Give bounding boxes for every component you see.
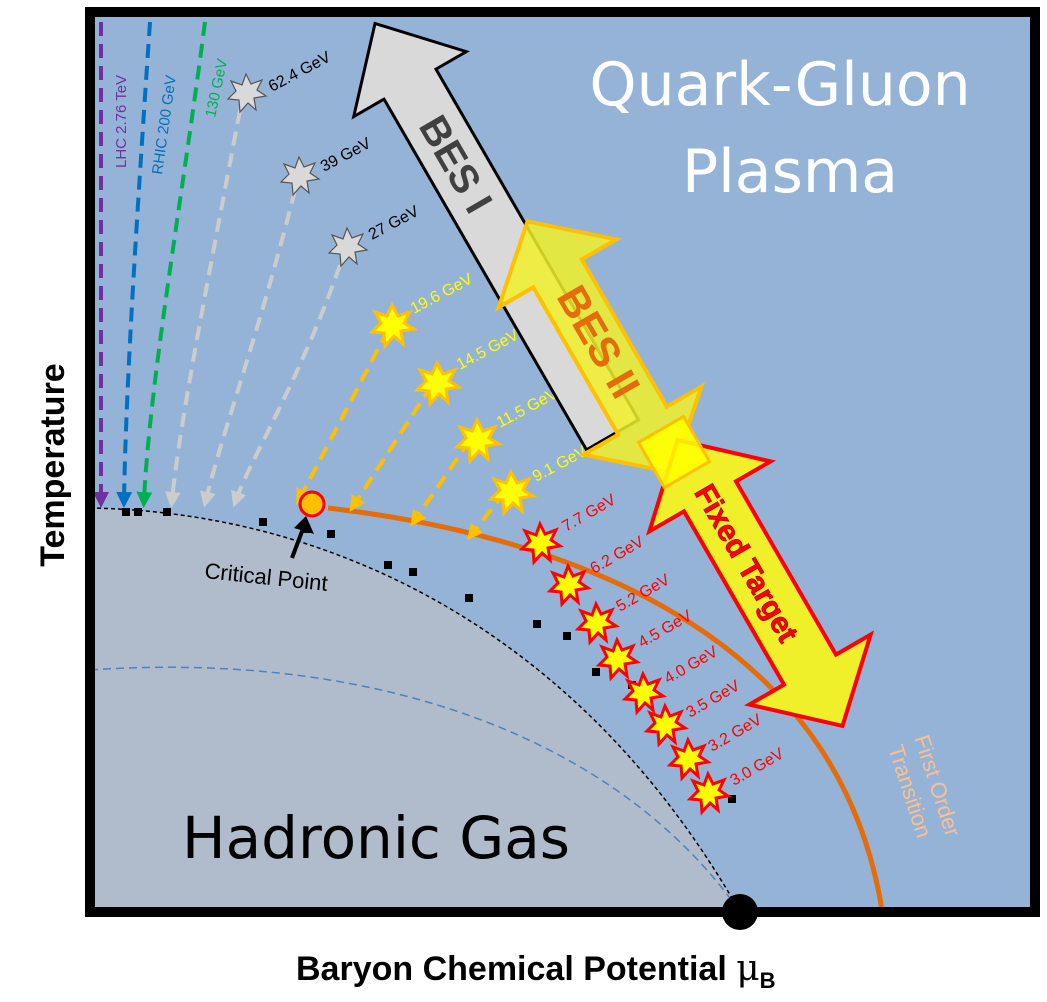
hadronic-title: Hadronic Gas [182,804,570,872]
star-3.5gev [643,702,689,748]
star-6gev [546,562,592,608]
130gev-arrow [136,21,207,508]
x-axis-label: Baryon Chemical Potential μB [296,948,776,993]
bes2-stars [368,301,538,517]
star-5gev [574,600,620,646]
fxt-stars [518,520,732,816]
inner-boundary [90,666,741,912]
star-4.5gev [595,636,641,682]
lhc-label: LHC 2.76 TeV [113,75,130,168]
star-9gev [487,468,538,517]
critical-point-marker [298,490,326,518]
x-axis-mu: μ [736,948,759,989]
star-3.2gev [666,736,712,782]
qgp-title-line1: Quark-Gluon [589,50,970,120]
bes1-stars [226,72,369,268]
overlap-square [636,414,712,490]
star-19gev [368,301,419,350]
star-3gev [686,770,732,816]
star-62gev [226,72,268,114]
critical-point-arrowhead [294,516,314,534]
plot-frame [85,7,1040,917]
star-4gev [621,670,667,716]
critical-point-pointer [290,525,306,559]
star-27gev [327,226,369,268]
hadronic-region [90,508,740,912]
fxt-arrow-shape [645,437,875,729]
star-11gev [453,416,504,465]
qgp-title-line2: Plasma [682,137,898,207]
crossover-line [89,507,741,913]
nuclear-matter-point [722,894,758,930]
star-14gev [413,359,464,408]
y-axis-label: Temperature [34,363,72,566]
first-order-line [327,505,885,911]
star-7gev [518,520,564,566]
x-axis-text: Baryon Chemical Potential [296,950,727,988]
bes1-dashed-arrows [164,109,342,508]
rhic-arrow [116,21,152,508]
star-39gev [279,155,321,197]
x-axis-sub: B [760,968,776,993]
